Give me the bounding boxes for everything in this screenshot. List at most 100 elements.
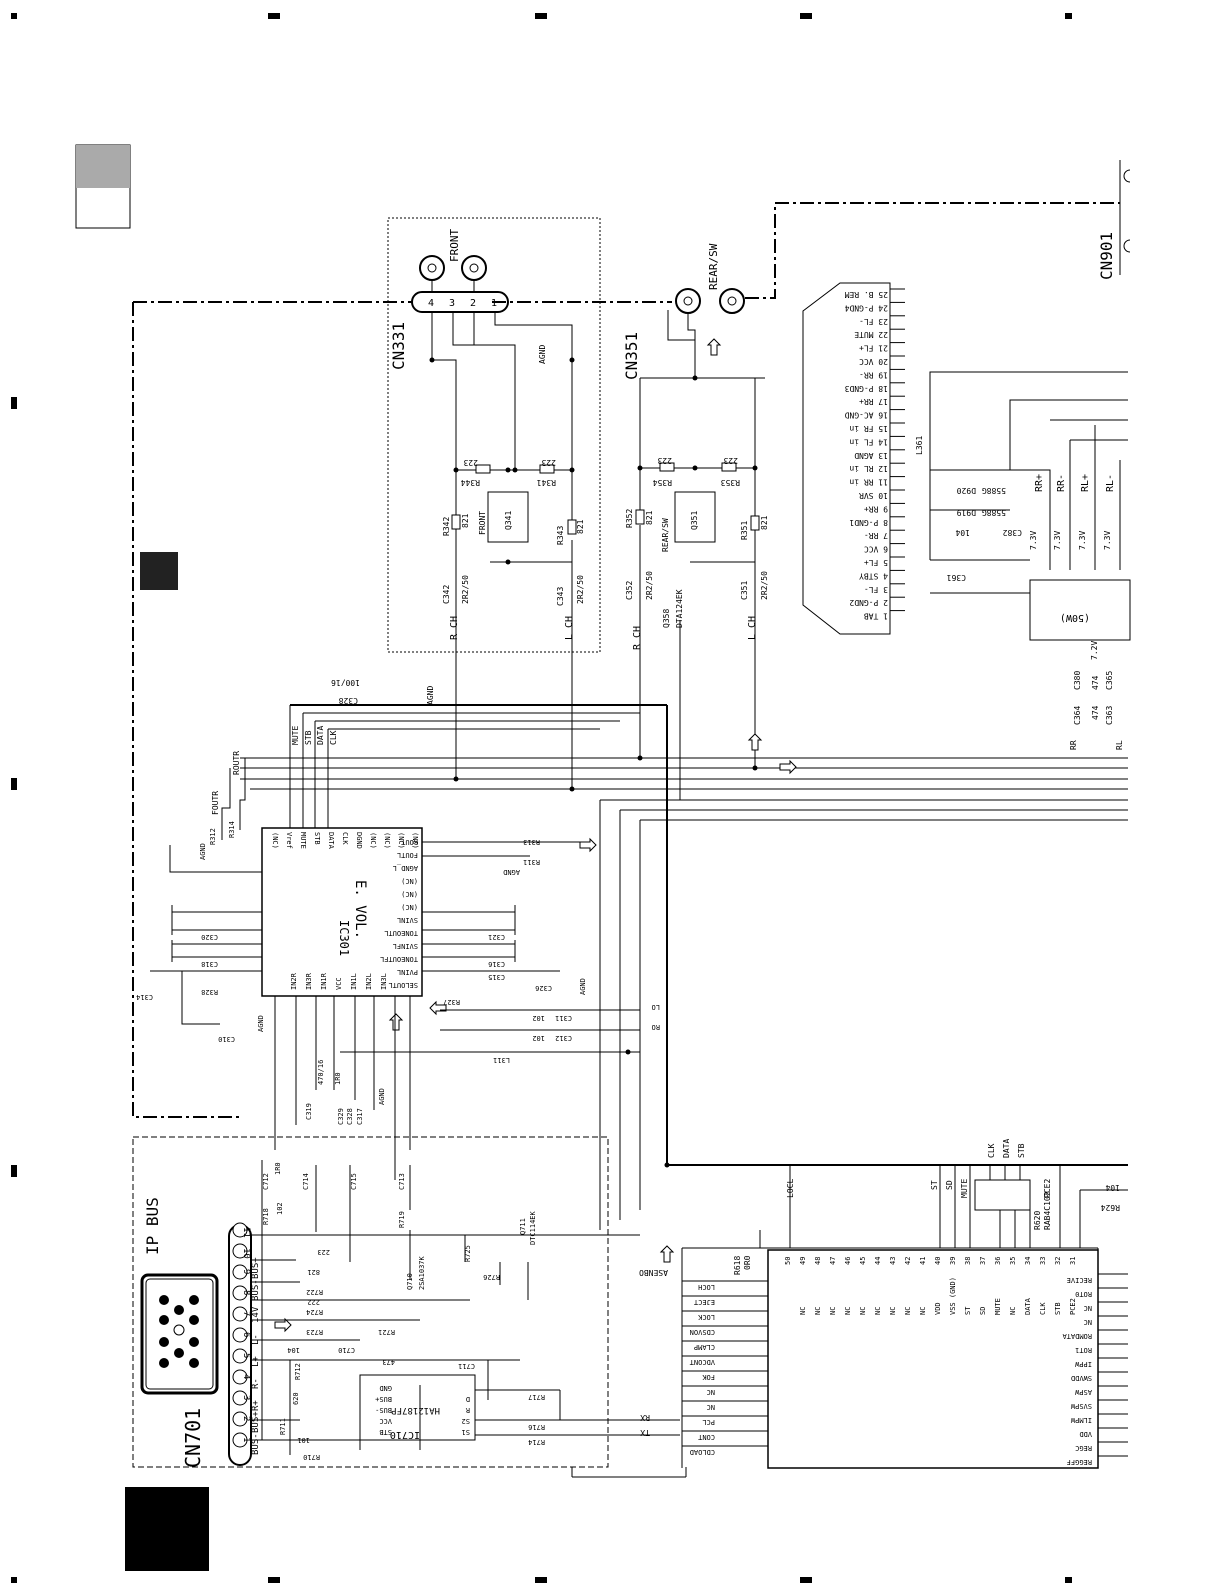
ipbus-222: 222 xyxy=(307,1298,320,1306)
stb-label: STB xyxy=(1017,1143,1026,1158)
d920-part: 5588G xyxy=(982,486,1006,495)
power-pin-12: 14 FL in xyxy=(849,437,888,446)
sd-label: SD xyxy=(945,1180,954,1190)
arrow-markers xyxy=(274,338,797,1333)
ic301-top-pin-7: (NC) xyxy=(369,832,377,849)
micro-left-signal-0: LOCH xyxy=(698,1283,715,1291)
cn701-pin-circle xyxy=(232,1432,248,1448)
agnd-ic301-1: AGND xyxy=(199,843,207,860)
power-pin-3: 23 FL- xyxy=(859,317,888,326)
rr-minus-label: RR- xyxy=(1056,474,1067,492)
cn701-pin-9: 9 xyxy=(241,1269,251,1274)
l361-ref: L361 xyxy=(915,436,924,455)
power-pin-9: 17 RR+ xyxy=(859,397,888,406)
data-label: DATA xyxy=(1002,1139,1011,1158)
c319-value: 470/16 xyxy=(317,1060,325,1085)
cn331-wiring xyxy=(431,312,573,790)
c310-ref: C310 xyxy=(218,1035,235,1043)
power-pin-2: 24 P-GND4 xyxy=(844,303,888,312)
net-lo: LO xyxy=(652,1003,660,1011)
r624-ref: R624 xyxy=(1101,1203,1120,1212)
rear-c352-value: 2R2/50 xyxy=(645,571,654,600)
ipbus-plug xyxy=(140,1273,219,1395)
micro-right-signal-9: SVSPW xyxy=(1070,1402,1092,1410)
micro-right-signal-4: ROMDATA xyxy=(1062,1332,1092,1340)
bus-clk: CLK xyxy=(329,730,338,745)
r313-ref: R313 xyxy=(523,838,540,846)
front-r343-value: 821 xyxy=(576,519,585,534)
clk-label: CLK xyxy=(987,1143,996,1158)
micro-top-name-13: MUTE xyxy=(994,1298,1002,1315)
ic301-right-pin-6: SVINL xyxy=(397,916,418,924)
cn701-pin-8: 8 xyxy=(241,1290,251,1295)
rear-sw-jack-label: REAR/SW xyxy=(707,243,720,290)
cn701-pin-10: 10 xyxy=(241,1248,251,1259)
bus-mute: MUTE xyxy=(291,726,300,745)
signal-bus xyxy=(240,620,1128,1230)
micro-wiring xyxy=(571,1165,1128,1478)
ic301-right-pin-1: FOUTL xyxy=(397,851,418,859)
micro-top-name-9: VDD xyxy=(934,1302,942,1315)
ic710-pin-4: GND xyxy=(379,1384,392,1392)
ic301-bottom-pin-5: IN2L xyxy=(365,973,373,990)
ic710-pin-0: STB xyxy=(379,1428,392,1436)
rl-minus-label: RL- xyxy=(1105,474,1116,492)
micro-left-signal-7: NC xyxy=(707,1388,715,1396)
c311-ref: C311 xyxy=(555,1014,572,1022)
rear-r351-value: 821 xyxy=(760,515,769,530)
ipbus-1r0-a: 1R0 xyxy=(274,1162,282,1175)
cn701-pin-2: 2 xyxy=(241,1416,251,1421)
micro-top-pin-42: 42 xyxy=(904,1257,912,1265)
power-amp-wiring xyxy=(929,371,1131,641)
ic710-pin-5: S1 xyxy=(462,1428,470,1436)
ipbus-223: 223 xyxy=(317,1248,330,1256)
cn701-pin-5: 5 xyxy=(241,1353,251,1358)
cn331-pin-4: 4 xyxy=(428,298,434,309)
r314-ref: R314 xyxy=(228,821,236,838)
micro-top-name-6: NC xyxy=(889,1307,897,1315)
micro-top-name-5: NC xyxy=(874,1307,882,1315)
micro-top-name-3: NC xyxy=(844,1307,852,1315)
cn701-pin-3: 3 xyxy=(241,1395,251,1400)
tx-label: TX xyxy=(640,1428,650,1437)
ic301-right-pin-10: PVINL xyxy=(397,968,418,976)
rear-block-parts xyxy=(635,462,760,543)
c312-ref: C312 xyxy=(555,1034,572,1042)
c382-ref: C382 xyxy=(1003,528,1022,537)
cn701-pin-label-4: L+ xyxy=(251,1356,261,1367)
r724-ref: R724 xyxy=(306,1308,323,1316)
power-pin-4: 22 MUTE xyxy=(854,330,888,339)
micro-right-signal-13: REGGFF xyxy=(1067,1458,1092,1466)
ipbus-102-a: 102 xyxy=(276,1202,284,1215)
rl-plus-label: RL+ xyxy=(1080,474,1091,492)
cn701-pin-circle xyxy=(232,1411,248,1427)
bus-line-labels: MUTE STB DATA CLK ROUTR FOUTR RL RR 100/… xyxy=(211,678,1124,815)
registration-marks xyxy=(11,13,1072,1583)
micro-left-signals: LOCHEJECTLOCKCDSVONCLAMPVDCONTFOKNCNCPCL… xyxy=(682,1280,768,1456)
rear-block-labels: 223 223 R354 R353 R352 821 Q351 REAR/SW … xyxy=(625,456,769,628)
ic301-bottom-pin-1: IN3R xyxy=(305,972,313,990)
power-pin-14: 12 RL in xyxy=(849,464,888,473)
c320-ref: C320 xyxy=(201,933,218,941)
v72: 7.2V xyxy=(1090,641,1099,660)
cn701-header xyxy=(228,1224,252,1466)
cn701-pin-circle xyxy=(232,1306,248,1322)
ic301-right-pin-8: SVINFL xyxy=(393,942,418,950)
ic710-ref: IC710 xyxy=(390,1429,420,1440)
page-number-block xyxy=(125,1487,209,1571)
micro-top-pin-31: 31 xyxy=(1069,1257,1077,1265)
power-pin-24: 2 P-GND2 xyxy=(849,598,888,607)
front-q341-tag: FRONT xyxy=(478,511,487,535)
c711-ref: C711 xyxy=(458,1362,475,1370)
d919-part: 5588G xyxy=(982,508,1006,517)
power-pin-17: 9 RR+ xyxy=(864,504,888,513)
ic301-wiring xyxy=(150,758,640,1180)
net-rr: RR xyxy=(1069,740,1078,750)
micro-top-pin-47: 47 xyxy=(829,1257,837,1265)
r712-ref: R712 xyxy=(294,1363,302,1380)
c316-ref: C316 xyxy=(488,960,505,968)
